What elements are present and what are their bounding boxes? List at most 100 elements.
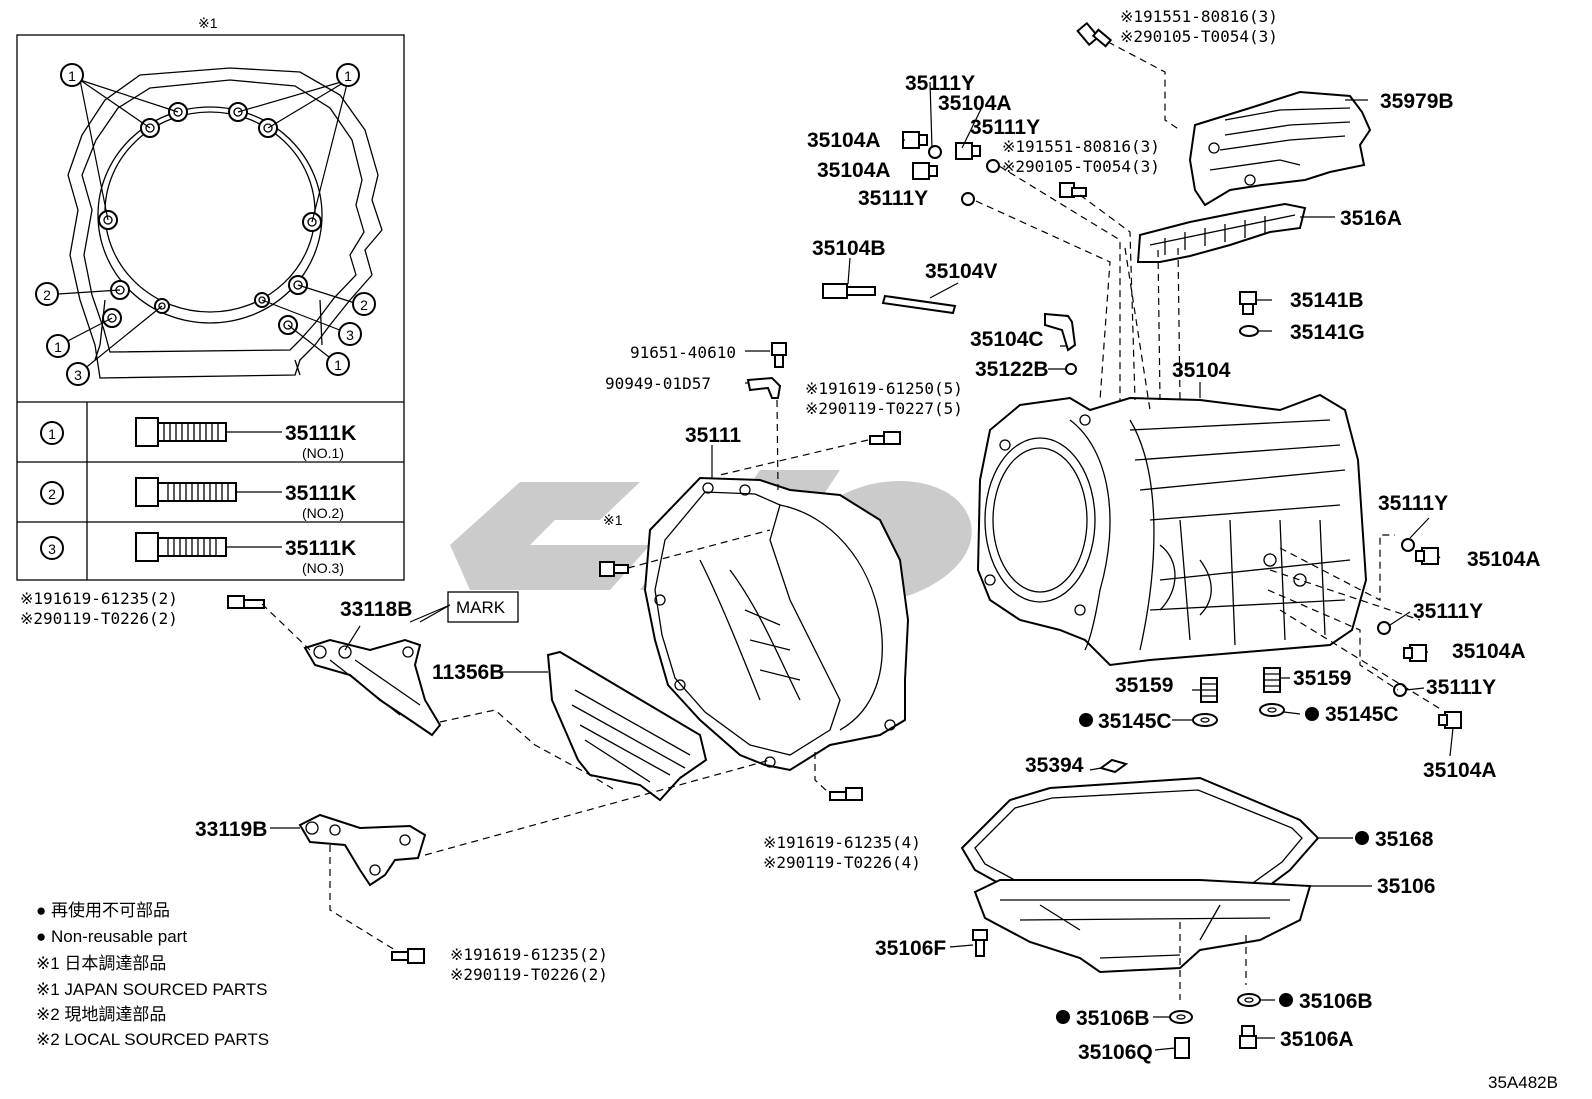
small-parts — [227, 21, 1462, 1059]
bellhousing-face-view — [57, 67, 383, 379]
label-35111y: 35111Y — [905, 72, 975, 95]
label-35145c: 35145C — [1325, 703, 1399, 726]
svg-text:3: 3 — [48, 541, 56, 557]
inset-frame — [16, 34, 405, 581]
label-35159: 35159 — [1115, 674, 1173, 697]
svg-text:(NO.3): (NO.3) — [302, 560, 344, 576]
bracket-33118b — [303, 638, 442, 737]
svg-text:35111K: 35111K — [285, 537, 356, 560]
svg-text:1: 1 — [48, 426, 56, 442]
bracket-35979b — [1188, 90, 1372, 207]
svg-text:35111K: 35111K — [285, 422, 356, 445]
legend-line: ● Non-reusable part — [36, 927, 187, 946]
oil-pan-35106 — [973, 879, 1312, 974]
inset-bolt-table: 1 35111K (NO.1) 2 35111K (NO.2) 3 — [40, 417, 356, 576]
label-35104a: 35104A — [938, 92, 1012, 115]
note-top-2: ※290105-T0054(3) — [1120, 27, 1278, 46]
legend-line: ※1 JAPAN SOURCED PARTS — [36, 980, 268, 999]
bracket-3516a — [1136, 202, 1307, 263]
note-left-2: ※290119-T0226(2) — [20, 609, 178, 628]
label-3516a: 3516A — [1340, 207, 1402, 230]
transmission-case-35104 — [976, 393, 1368, 667]
note-bell-1: ※191619-61250(5) — [805, 379, 963, 398]
svg-text:3: 3 — [74, 367, 82, 383]
label-mark: MARK — [456, 598, 506, 617]
table-row: 1 35111K (NO.1) — [40, 417, 356, 461]
label-35111y: 35111Y — [1413, 600, 1483, 623]
label-35106a: 35106A — [1280, 1028, 1354, 1051]
note-bell-2: ※290119-T0227(5) — [805, 399, 963, 418]
svg-text:2: 2 — [360, 297, 368, 313]
non-reusable-dot — [1079, 713, 1093, 727]
label-35104a: 35104A — [1467, 548, 1541, 571]
label-90949-01d57: 90949-01D57 — [605, 374, 711, 393]
label-x1-bolt: ※1 — [603, 512, 623, 528]
note-bottom-2: ※290119-T0226(4) — [763, 853, 921, 872]
svg-text:1: 1 — [54, 339, 62, 355]
diagram-code: 35A482B — [1488, 1073, 1558, 1092]
svg-text:1: 1 — [334, 357, 342, 373]
note-left-1: ※191619-61235(2) — [20, 589, 178, 608]
label-35111y: 35111Y — [970, 116, 1040, 139]
label-35979b: 35979B — [1380, 90, 1454, 113]
label-35111y: 35111Y — [1378, 492, 1448, 515]
legend: ● 再使用不可部品 ● Non-reusable part ※1 日本調達部品 … — [36, 900, 269, 1049]
svg-text:3: 3 — [346, 327, 354, 343]
label-11356b: 11356B — [432, 661, 504, 684]
non-reusable-dot — [1355, 831, 1369, 845]
fastener-notes: ※191551-80816(3) ※290105-T0054(3) ※19155… — [20, 7, 1278, 984]
label-35104v: 35104V — [925, 260, 997, 283]
label-35168: 35168 — [1375, 828, 1434, 851]
mark-box — [447, 591, 519, 623]
label-35111y: 35111Y — [858, 187, 928, 210]
label-91651-40610: 91651-40610 — [630, 343, 736, 362]
label-35111y: 35111Y — [1426, 676, 1496, 699]
label-35104a: 35104A — [817, 159, 891, 182]
label-35394: 35394 — [1025, 754, 1084, 777]
legend-line: ※1 日本調達部品 — [36, 954, 166, 973]
leader-lines — [261, 41, 1454, 1051]
non-reusable-dot — [1305, 707, 1319, 721]
non-reusable-dot — [1279, 993, 1293, 1007]
label-35104a: 35104A — [1423, 759, 1497, 782]
label-35104a: 35104A — [1452, 640, 1526, 663]
legend-line: ※2 LOCAL SOURCED PARTS — [36, 1030, 269, 1049]
label-33118b: 33118B — [340, 598, 412, 621]
label-35104b: 35104B — [812, 237, 886, 260]
label-35104a: 35104A — [807, 129, 881, 152]
note-bottom-1: ※191619-61235(4) — [763, 833, 921, 852]
label-35141g: 35141G — [1290, 321, 1365, 344]
bell-housing-35111 — [643, 476, 910, 772]
table-row: 2 35111K (NO.2) — [40, 477, 356, 521]
label-35106: 35106 — [1377, 875, 1435, 898]
svg-text:35111K: 35111K — [285, 482, 356, 505]
label-35106q: 35106Q — [1078, 1041, 1153, 1064]
inset-header-mark: ※1 — [198, 15, 218, 31]
label-35159: 35159 — [1293, 667, 1351, 690]
note-lower-1: ※191619-61235(2) — [450, 945, 608, 964]
label-35141b: 35141B — [1290, 289, 1364, 312]
inset-japan-sourced: ※1 — [16, 15, 405, 581]
note-mid-2: ※290105-T0054(3) — [1002, 157, 1160, 176]
label-33119b: 33119B — [195, 818, 267, 841]
svg-text:1: 1 — [344, 68, 352, 84]
label-35106b: 35106B — [1076, 1007, 1150, 1030]
inset-callouts: 1 1 2 2 1 3 3 1 — [35, 63, 376, 386]
part-labels: 35979B 3516A 35111Y 35104A 35111Y 35104A… — [195, 72, 1541, 1064]
note-top-1: ※191551-80816(3) — [1120, 7, 1278, 26]
svg-text:(NO.1): (NO.1) — [302, 445, 344, 461]
svg-text:2: 2 — [43, 287, 51, 303]
legend-line: ※2 現地調達部品 — [36, 1005, 166, 1024]
svg-text:2: 2 — [48, 486, 56, 502]
bolt-top — [1076, 21, 1113, 48]
table-row: 3 35111K (NO.3) — [40, 532, 356, 576]
label-35104: 35104 — [1172, 359, 1231, 382]
bracket-33119b — [298, 813, 427, 887]
label-35104c: 35104C — [970, 328, 1044, 351]
label-35111: 35111 — [685, 424, 741, 447]
label-35106b: 35106B — [1299, 990, 1373, 1013]
svg-text:(NO.2): (NO.2) — [302, 505, 344, 521]
svg-text:1: 1 — [68, 68, 76, 84]
label-35106f: 35106F — [875, 937, 946, 960]
